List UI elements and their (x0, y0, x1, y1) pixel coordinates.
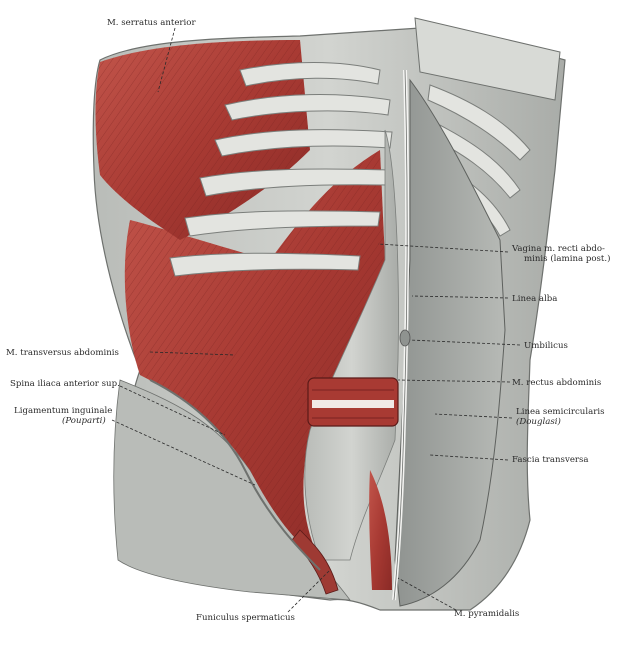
label-rectus: M. rectus abdominis (512, 378, 601, 388)
label-umbilicus: Umbilicus (524, 341, 568, 351)
rectus-abdominis-cut (307, 377, 399, 427)
label-linea-alba: Linea alba (512, 294, 557, 304)
transversus-fibers (124, 150, 385, 560)
label-douglasi: (Douglasi) (516, 416, 561, 427)
umbilicus-mark (399, 329, 411, 347)
rectus-sheath-left (304, 129, 399, 561)
ribs (169, 62, 393, 277)
serratus-fibers (95, 40, 310, 240)
inguinal-ligament (149, 379, 321, 571)
label-poupart: (Pouparti) (62, 415, 106, 426)
label-pyramidalis: M. pyramidalis (454, 609, 519, 619)
label-semicircularis: Linea semicircularis (516, 407, 604, 417)
label-serratus: M. serratus anterior (107, 18, 196, 28)
label-spina: Spina iliaca anterior sup. (10, 379, 120, 389)
label-group: M. serratus anterior Vagina m. recti abd… (6, 18, 610, 623)
label-vagina-1: Vagina m. recti abdo- (511, 244, 605, 254)
leader-lines (111, 27, 521, 613)
label-fascia: Fascia transversa (512, 455, 589, 465)
sternum (414, 17, 561, 101)
label-funiculus: Funiculus spermaticus (196, 613, 295, 623)
label-transversus: M. transversus abdominis (6, 348, 119, 358)
label-ligamentum: Ligamentum inguinale (14, 406, 112, 416)
pyramidalis-muscle (369, 470, 392, 590)
label-vagina-2: minis (lamina post.) (524, 253, 610, 264)
lower-abdominal-fascia (113, 379, 351, 601)
